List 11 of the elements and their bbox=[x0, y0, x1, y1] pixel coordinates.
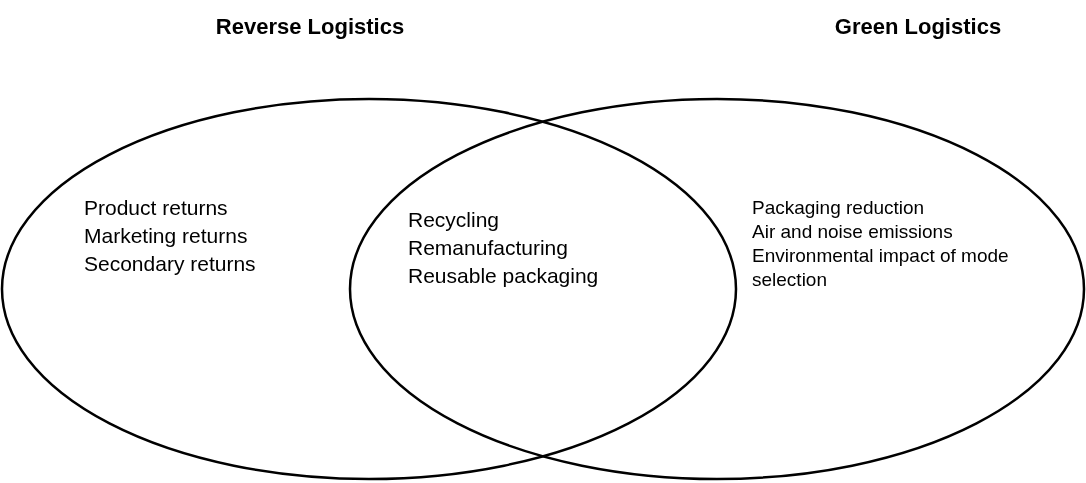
intersection-item: Remanufacturing bbox=[408, 235, 569, 261]
set-item: Packaging reduction bbox=[752, 196, 926, 220]
intersection-item: Recycling bbox=[408, 207, 501, 233]
set-item: Secondary returns bbox=[84, 251, 257, 277]
set-heading: Reverse Logistics bbox=[214, 13, 406, 41]
intersection-item: Reusable packaging bbox=[408, 263, 600, 289]
set-item: Product returns bbox=[84, 195, 229, 221]
set-item: Air and noise emissions bbox=[752, 220, 954, 244]
set-item: Environmental impact of mode selection bbox=[752, 244, 1010, 292]
set-item: Marketing returns bbox=[84, 223, 249, 249]
set-heading: Green Logistics bbox=[833, 13, 1003, 41]
